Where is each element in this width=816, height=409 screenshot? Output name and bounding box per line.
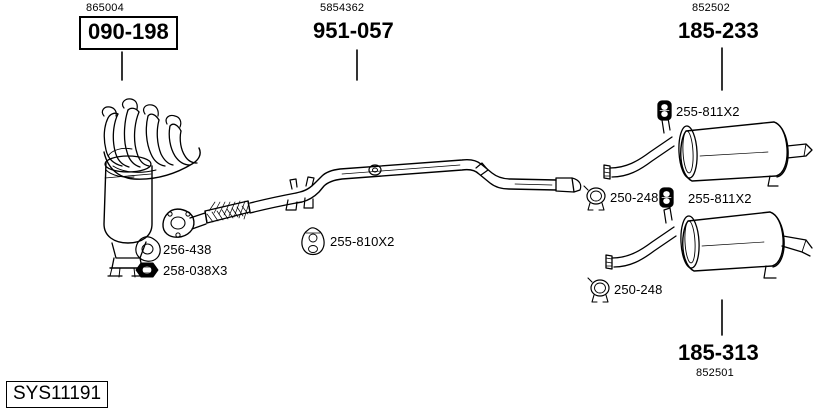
part-number-258-038X3[interactable]: 258-038X3 — [163, 263, 228, 278]
part-number-250-248-upper[interactable]: 250-248 — [610, 190, 659, 205]
mounting-hanger-icon-upper — [657, 100, 672, 121]
part-number-255-810X2[interactable]: 255-810X2 — [330, 234, 395, 249]
oem-number-manifold: 865004 — [86, 2, 124, 14]
rear-silencer-upper-art — [603, 117, 813, 187]
oem-number-centre-pipe: 5854362 — [320, 2, 365, 14]
nut-hex-icon — [135, 262, 159, 278]
part-number-256-438[interactable]: 256-438 — [163, 242, 212, 257]
oem-number-silencer-upper: 852502 — [692, 2, 730, 14]
centre-pipe-art — [285, 158, 582, 211]
ref-number-silencer-upper[interactable]: 185-233 — [678, 18, 759, 43]
clamp-icon-lower — [587, 277, 610, 303]
rear-silencer-lower-art — [605, 207, 813, 279]
ref-number-manifold[interactable]: 090-198 — [79, 16, 178, 50]
manifold-catalyst-art — [101, 98, 201, 278]
gasket-triangle-icon — [135, 236, 161, 262]
part-number-250-248-lower[interactable]: 250-248 — [614, 282, 663, 297]
part-number-255-811X2-upper[interactable]: 255-811X2 — [676, 104, 740, 119]
ref-number-silencer-lower[interactable]: 185-313 — [678, 340, 759, 365]
system-code-badge: SYS11191 — [6, 381, 109, 408]
front-pipe-flex-art — [162, 192, 297, 238]
ref-number-centre-pipe[interactable]: 951-057 — [313, 18, 394, 43]
part-number-255-811X2-lower[interactable]: 255-811X2 — [688, 191, 752, 206]
rubber-hanger-icon — [301, 227, 325, 256]
clamp-icon-upper — [583, 185, 606, 211]
mounting-hanger-icon-lower — [659, 187, 674, 208]
oem-number-silencer-lower: 852501 — [696, 367, 734, 379]
